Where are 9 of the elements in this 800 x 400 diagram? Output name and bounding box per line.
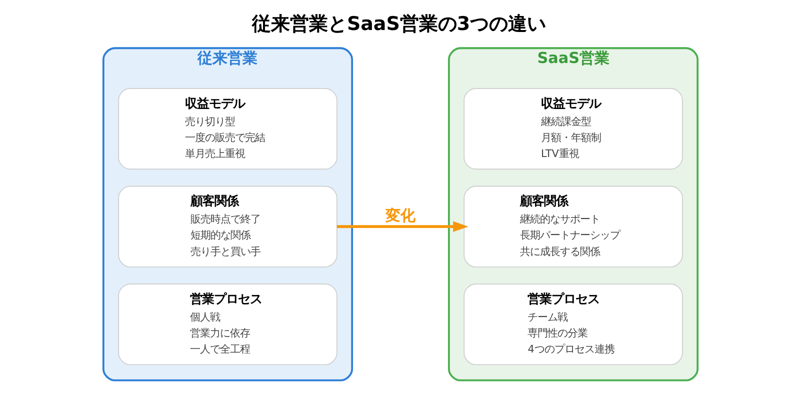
node-box: 営業プロセス 個人戦 営業力に依存 一人で全工程 <box>118 284 337 366</box>
node-box: 顧客関係 継続的なサポート 長期パートナーシップ 共に成長する関係 <box>463 186 682 268</box>
diagram-title: 従来営業とSaaS営業の3つの違い <box>251 13 546 36</box>
node-box: 顧客関係 販売時点で終了 短期的な関係 売り手と買い手 <box>118 186 337 268</box>
node-box: 収益モデル 継続課金型 月額・年額制 LTV重視 <box>463 88 682 170</box>
arrow <box>336 221 468 232</box>
node-box: 収益モデル 売り切り型 一度の販売で完結 単月売上重視 <box>118 88 337 170</box>
edge-label: 変化 <box>384 206 415 225</box>
node-box: 営業プロセス チーム戦 専門性の分業 4つのプロセス連携 <box>463 284 682 366</box>
